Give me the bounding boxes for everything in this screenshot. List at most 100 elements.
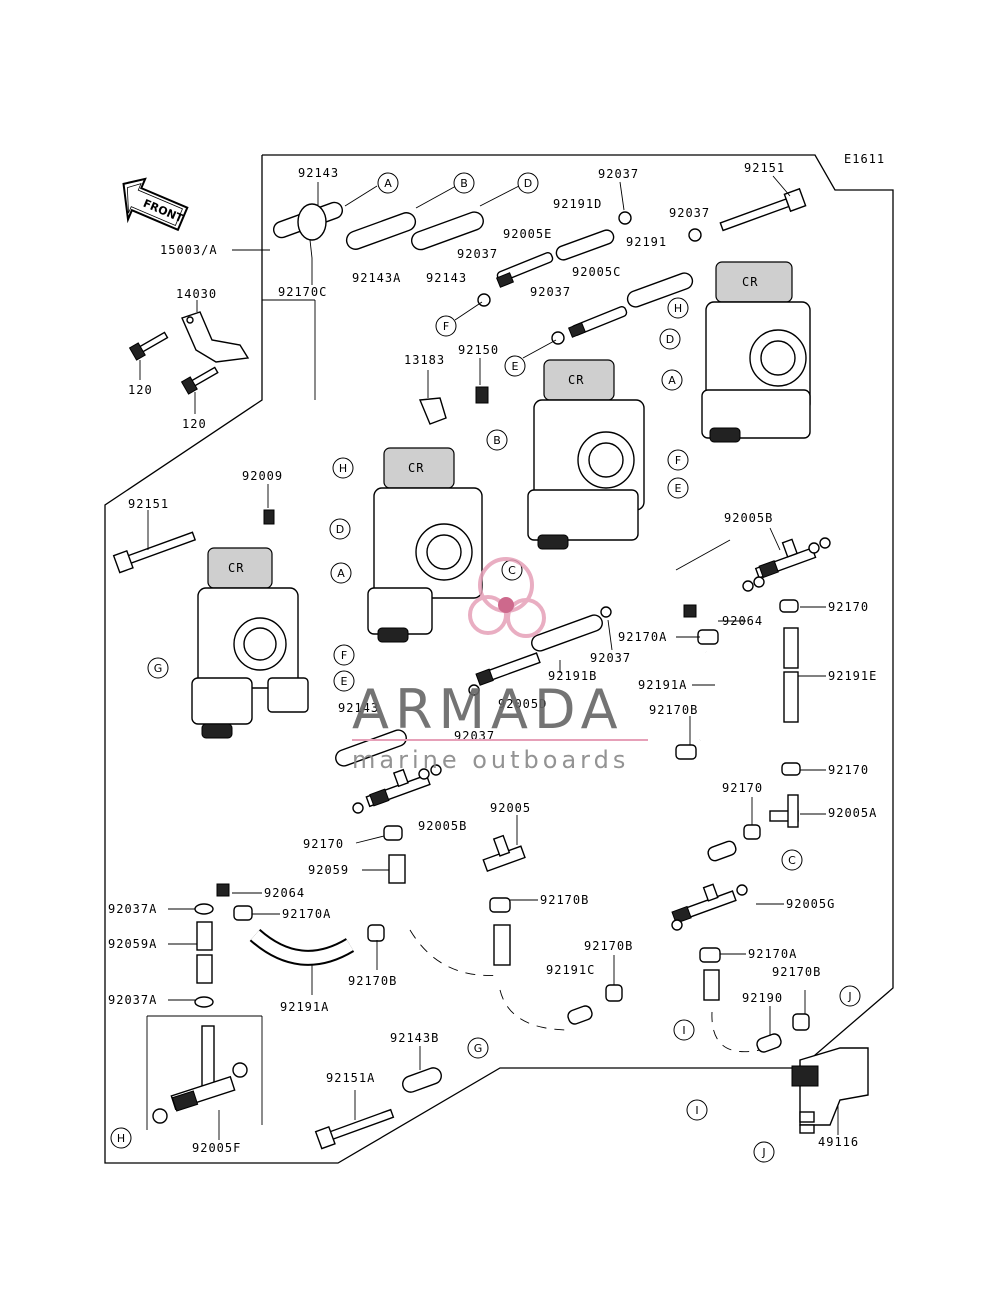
clamp-92170A-low (699, 947, 721, 963)
svg-text:CR: CR (568, 373, 584, 387)
clamp-92170B-2 (605, 984, 623, 1002)
ref-circle-G: G (154, 662, 163, 675)
pressure-switch-49116 (791, 1047, 869, 1134)
part-label: 92005B (418, 819, 467, 833)
clip-92037A-1 (194, 903, 214, 915)
part-label: 92170A (282, 907, 331, 921)
nipple-92064-right (683, 604, 697, 618)
ref-circle-F: F (675, 454, 681, 467)
pipe-92143-mid (410, 211, 484, 251)
part-label: 92151 (128, 497, 169, 511)
part-label: 92143 (426, 271, 467, 285)
part-label: 92191 (626, 235, 667, 249)
ref-circle-H: H (117, 1132, 125, 1145)
part-label: 92005E (503, 227, 552, 241)
part-label: 120 (182, 417, 207, 431)
bolt-120-b (180, 366, 219, 395)
part-label: 92005D (498, 697, 547, 711)
part-label: 92191E (828, 669, 877, 683)
part-label: 92151 (744, 161, 785, 175)
part-label: 92190 (742, 991, 783, 1005)
part-label: 92170 (828, 600, 869, 614)
clamp-92170B-mid (675, 744, 697, 760)
part-label: 92059 (308, 863, 349, 877)
joint-92005B-right (754, 538, 817, 579)
hose-92191C (567, 1005, 593, 1025)
ref-circle-I: I (682, 1024, 685, 1037)
ref-circle-E: E (512, 360, 519, 373)
ref-circle-J: J (761, 1146, 765, 1159)
part-label: 92037A (108, 902, 157, 916)
svg-text:CR: CR (228, 561, 244, 575)
ref-circle-B: B (460, 177, 468, 190)
hose-92191D (555, 229, 615, 261)
clip-92037-b (477, 293, 491, 307)
part-label: 92037 (457, 247, 498, 261)
watermark: ARMADA marine outboards (352, 557, 648, 774)
ref-circle-F: F (341, 649, 347, 662)
screw-92009 (263, 509, 275, 525)
part-label: 92191A (638, 678, 687, 692)
part-label: 92143 (338, 701, 379, 715)
part-label: 92151A (326, 1071, 375, 1085)
ref-circle-C: C (508, 564, 516, 577)
ref-circle-G: G (474, 1042, 483, 1055)
hose-92191 (626, 272, 694, 308)
clip-13183 (418, 397, 447, 425)
carburetor-2: CR (367, 447, 483, 643)
svg-text:CR: CR (408, 461, 424, 475)
hose-92191E-bottom (783, 671, 799, 723)
part-label: 120 (128, 383, 153, 397)
clamp-92170A-mid (697, 629, 719, 645)
carburetor-3: CR (527, 359, 645, 550)
clip-92037A-2 (194, 996, 214, 1008)
leader-lines (139, 175, 839, 1140)
ref-circles: A B D F E H D A B F E H D A C G F E C I … (110, 172, 861, 1163)
part-labels: 92143 15003/A 92170C 92143A 92143 92037 … (108, 161, 877, 1155)
part-label: 92170 (722, 781, 763, 795)
part-label: 92005F (192, 1141, 241, 1155)
hose-segment-b (703, 969, 720, 1001)
part-label: 92037A (108, 993, 157, 1007)
tee-92005A (769, 794, 799, 828)
joint-92005G (671, 883, 737, 924)
clip-92037-a (618, 211, 632, 225)
front-arrow-icon: FRONT (122, 177, 189, 232)
part-label: 92037 (590, 651, 631, 665)
ref-circle-D: D (336, 523, 344, 536)
carburetor-1: CR (191, 547, 309, 739)
bolt-120-a (128, 331, 169, 361)
bolt-92151-top (719, 187, 807, 232)
part-label: 92059A (108, 937, 157, 951)
hose-segment-a (493, 924, 511, 966)
part-label: 92005B (724, 511, 773, 525)
tee-92005F (170, 1025, 236, 1112)
nipple-92064-left (216, 883, 230, 897)
part-label: 49116 (818, 1135, 859, 1149)
hose-segment-c (707, 840, 737, 862)
clamp-92170-r2 (781, 762, 801, 776)
part-label: 92037 (598, 167, 639, 181)
ref-circle-I: I (695, 1104, 698, 1117)
clamp-92170B-c (489, 897, 511, 913)
watermark-brand: ARMADA (352, 678, 624, 741)
part-label: 92037 (669, 206, 710, 220)
part-label: 92150 (458, 343, 499, 357)
part-label: 15003/A (160, 243, 218, 257)
carburetor-4: CR (701, 261, 811, 443)
joint-92005C (567, 306, 628, 338)
clamp-92170-r1 (779, 599, 799, 613)
ref-circle-A: A (668, 374, 676, 387)
pipe-92059A-bottom (196, 954, 213, 984)
pipe-92143B (402, 1067, 442, 1093)
ref-circle-D: D (524, 177, 532, 190)
part-label: 92170 (828, 763, 869, 777)
part-label: 92170 (303, 837, 344, 851)
diagram-frame (104, 154, 894, 1164)
watermark-tagline: marine outboards (352, 746, 629, 774)
part-label: 92005A (828, 806, 877, 820)
ref-circle-E: E (341, 675, 348, 688)
hose-92190 (756, 1033, 782, 1053)
pipe-92059 (388, 854, 406, 884)
hose-92191E-top (783, 627, 799, 669)
